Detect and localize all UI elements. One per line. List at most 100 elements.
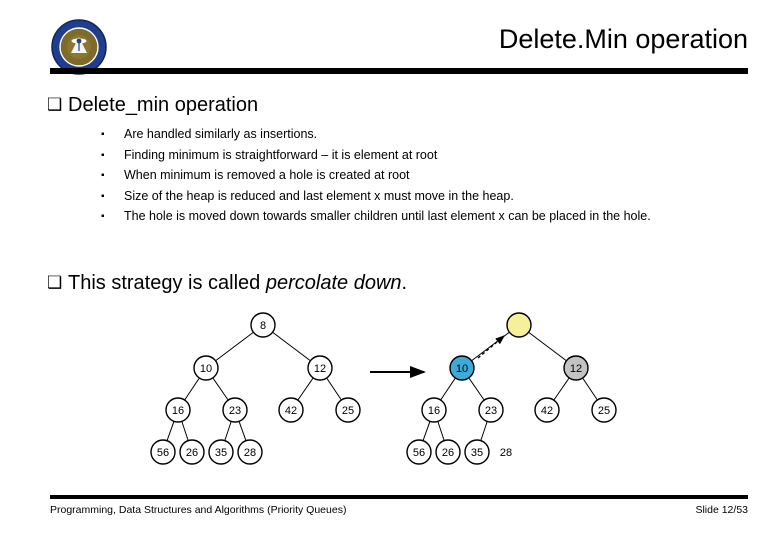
list-item: ▪ Are handled similarly as insertions. [0,124,780,145]
strategy-statement: ❑ This strategy is called percolate down… [0,270,780,302]
bullet-level1-label: Delete_min operation [68,94,259,116]
small-square-bullet-icon: ▪ [101,190,105,202]
list-item: ▪ Finding minimum is straightforward – i… [0,145,780,166]
right-tree-node: 56 [406,439,432,465]
right-tree-node: 23 [478,397,504,423]
left-tree-node-label: 26 [186,447,198,459]
right-tree-node [506,312,532,338]
right-tree-node-label: 56 [413,447,425,459]
right-tree-node: 26 [435,439,461,465]
left-tree-node-label: 23 [229,405,241,417]
right-tree-edge [553,377,570,401]
left-tree-node-circle [307,355,333,381]
right-tree-node: 16 [421,397,447,423]
list-item-label: Are handled similarly as insertions. [124,127,318,141]
strategy-suffix: . [401,272,408,294]
left-tree-edge [215,331,254,362]
heap-diagram-svg: 8 10 12 16 23 42 25 56 26 35 28 10 12 16 23 42 25 56 26 35… [150,312,617,465]
left-tree-node-circle [222,397,248,423]
left-tree-node: 35 [208,439,234,465]
left-tree-edge [212,377,229,401]
right-tree-node: 42 [534,397,560,423]
left-tree-node: 23 [222,397,248,423]
right-tree-node-circle [421,397,447,423]
left-tree-node: 25 [335,397,361,423]
left-tree-node-label: 8 [260,320,266,332]
bullet-level2-list: ▪ Are handled similarly as insertions. ▪… [0,124,780,227]
right-tree-node-circle [478,397,504,423]
left-tree-node: 26 [179,439,205,465]
right-tree-node: 25 [591,397,617,423]
slide-header: Delete.Min operation [0,0,780,78]
small-square-bullet-icon: ▪ [101,170,105,181]
left-tree-node: 16 [165,397,191,423]
left-tree-edge [297,377,314,401]
left-tree-nodes: 8 10 12 16 23 42 25 56 26 35 28 [150,312,361,465]
percolate-up-dashed-arrow-icon [477,335,506,359]
left-tree-node: 10 [193,355,219,381]
bullet-level1-delete-min: ❑ Delete_min operation [0,92,780,118]
slide-content: ❑ Delete_min operation ▪ Are handled sim… [0,92,780,227]
right-tree-edge [582,377,598,401]
right-tree-node-label: 23 [485,405,497,417]
left-tree-node-label: 16 [172,405,184,417]
footer-course-label: Programming, Data Structures and Algorit… [50,504,347,516]
right-tree-node-label: 26 [442,447,454,459]
right-tree-node-circle [534,397,560,423]
left-tree-node-label: 28 [244,447,256,459]
right-tree-nodes: 10 12 16 23 42 25 56 26 35 [406,312,617,465]
left-tree-node-circle [237,439,263,465]
left-tree-edge [181,421,189,441]
right-tree-node: 35 [464,439,490,465]
right-tree-node-label: 16 [428,405,440,417]
small-square-bullet-icon: ▪ [101,149,105,161]
right-tree-edge [480,421,488,441]
left-tree-node-circle [208,439,234,465]
list-item-label: When minimum is removed a hole is create… [124,168,410,182]
left-tree-edge [184,377,200,401]
list-item-label: Finding minimum is straightforward – it … [124,147,438,162]
right-tree-node-label: 35 [471,447,483,459]
left-tree-edge [166,421,175,441]
square-bullet-icon: ❑ [47,95,63,114]
small-square-bullet-icon: ▪ [101,211,105,222]
left-tree-node: 56 [150,439,176,465]
right-tree-node-label: 42 [541,405,553,417]
left-tree-node-label: 25 [342,405,354,417]
list-item-label: The hole is moved down towards smaller c… [124,209,651,223]
left-tree-node: 28 [237,439,263,465]
bullet-level1-strategy: ❑ This strategy is called percolate down… [0,270,780,296]
strategy-emphasis: percolate down [265,272,402,294]
left-tree-node: 12 [307,355,333,381]
left-tree-edge [326,377,342,401]
right-tree-node-circle [406,439,432,465]
left-tree-node-label: 35 [215,447,227,459]
list-item: ▪ The hole is moved down towards smaller… [0,206,780,227]
right-tree-edge [528,331,567,362]
right-tree-edge [437,421,445,441]
left-tree-edge [224,421,232,441]
left-tree-node-label: 10 [200,363,212,375]
detached-last-element-label: 28 [500,447,512,459]
heap-percolate-down-figure: 8 10 12 16 23 42 25 56 26 35 28 10 12 16 23 42 25 56 26 35… [0,300,780,485]
list-item: ▪ Size of the heap is reduced and last e… [0,186,780,207]
list-item: ▪ When minimum is removed a hole is crea… [0,165,780,186]
left-tree-node-circle [193,355,219,381]
right-tree-node: 12 [563,355,589,381]
right-tree-node-circle [435,439,461,465]
right-tree-node-circle [563,355,589,381]
left-tree-node: 42 [278,397,304,423]
left-tree-node-label: 42 [285,405,297,417]
right-tree-node-label: 25 [598,405,610,417]
footer-slide-number: Slide 12/53 [695,504,748,516]
small-square-bullet-icon: ▪ [101,129,105,140]
right-tree-node-label: 10 [456,363,468,375]
right-tree-node: 10 [449,355,475,381]
left-tree-node-label: 12 [314,363,326,375]
university-seal-logo [50,18,108,76]
left-tree-node-circle [165,397,191,423]
square-bullet-icon: ❑ [47,273,63,292]
right-tree-node-label: 12 [570,363,582,375]
left-tree-node: 8 [250,312,276,338]
footer-divider [50,495,748,499]
